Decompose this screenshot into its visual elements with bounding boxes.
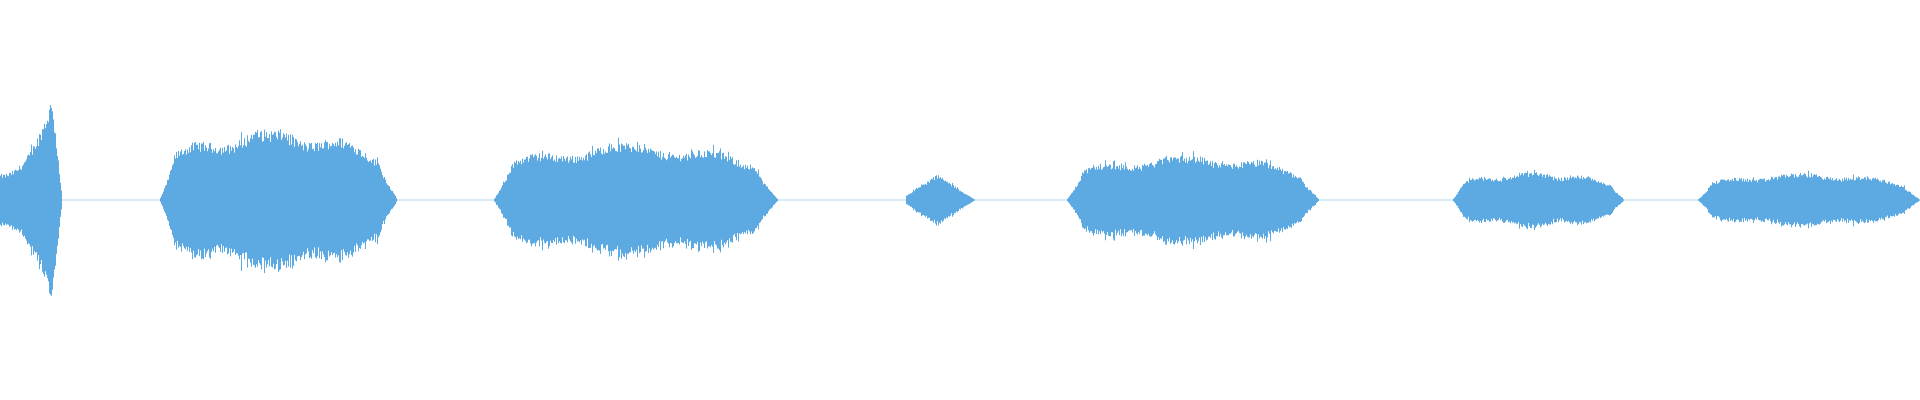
waveform-burst-4 [906,175,975,226]
waveform-burst-5 [1067,151,1319,249]
waveform-burst-3 [494,137,778,261]
waveform-burst-2 [160,129,397,274]
waveform-burst-1 [0,105,62,296]
waveform-burst-6 [1453,169,1624,230]
waveform-burst-7 [1698,170,1920,229]
